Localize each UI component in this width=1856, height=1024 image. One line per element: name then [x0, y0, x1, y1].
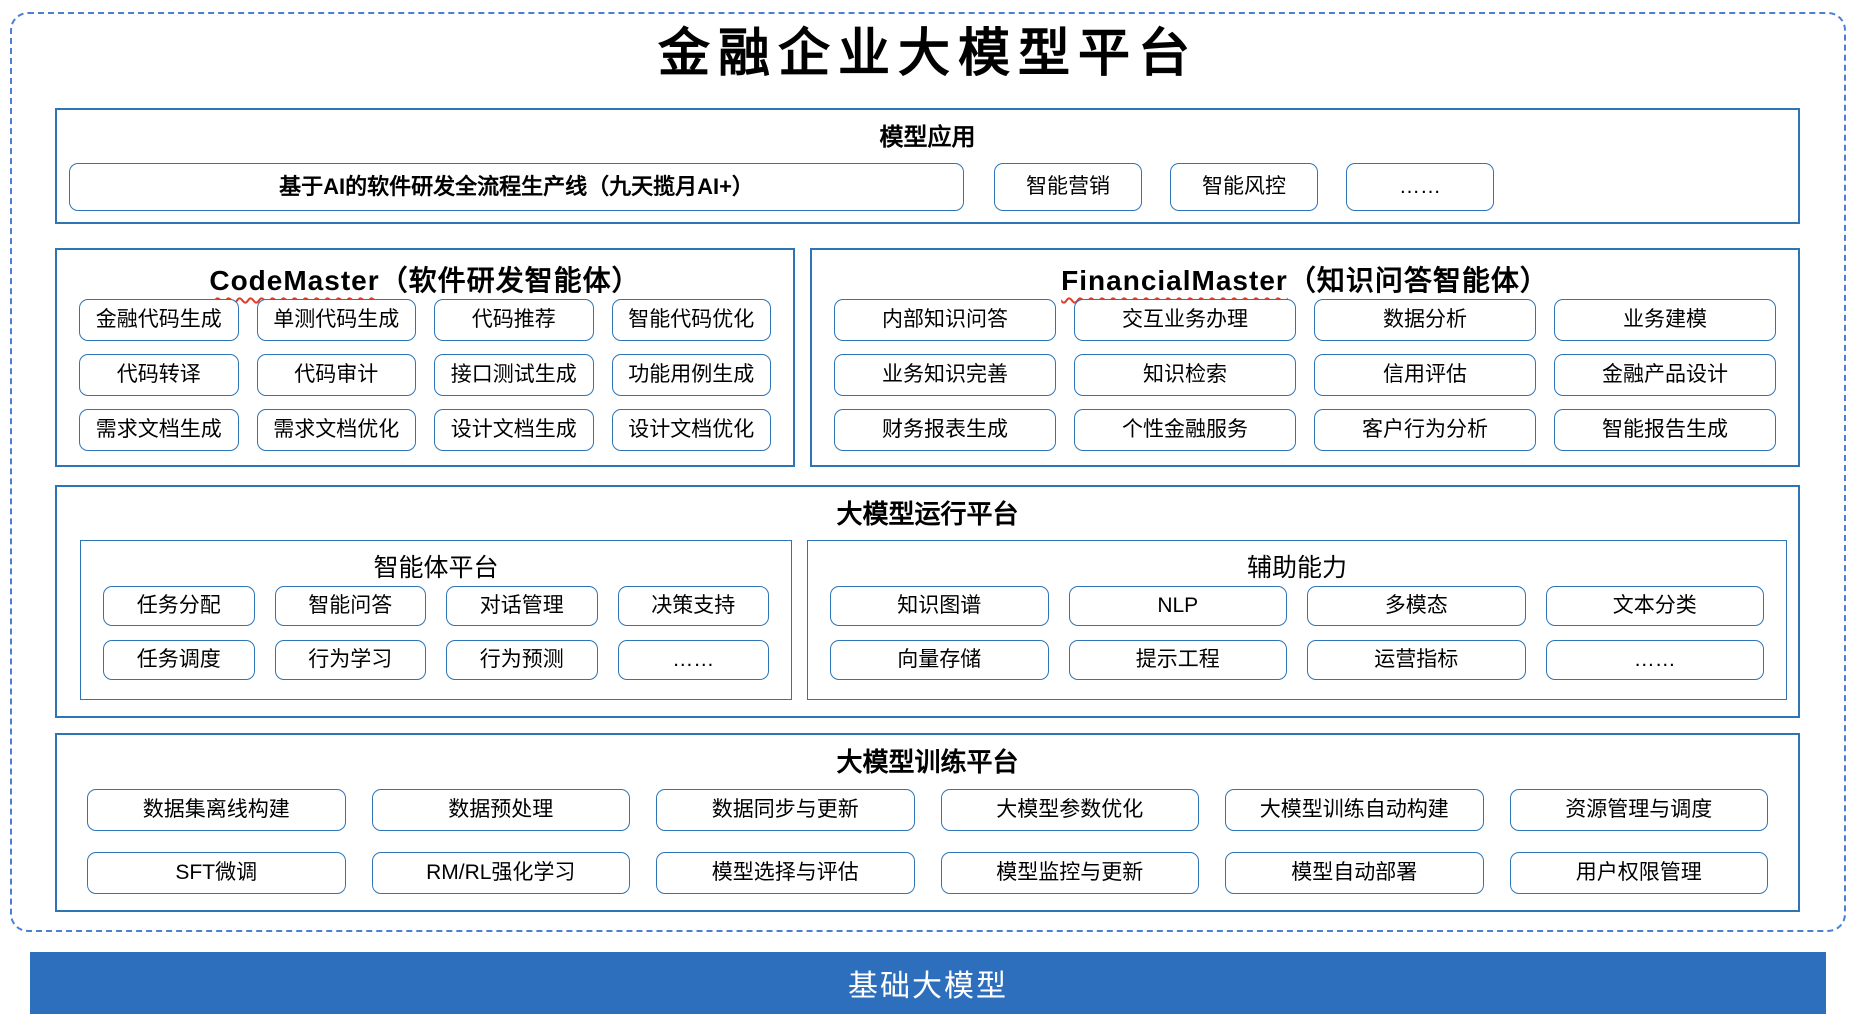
capability-box: 决策支持: [617, 586, 769, 626]
capability-box: 向量存储: [830, 640, 1049, 680]
capability-box: 用户权限管理: [1509, 852, 1768, 894]
codemaster-items: 金融代码生成单测代码生成代码推荐智能代码优化代码转译代码审计接口测试生成功能用例…: [79, 299, 771, 451]
application-box: ……: [1346, 163, 1494, 211]
capability-box: 行为预测: [446, 640, 598, 680]
financialmaster-items: 内部知识问答交互业务办理数据分析业务建模业务知识完善知识检索信用评估金融产品设计…: [834, 299, 1776, 451]
capability-box: 需求文档优化: [256, 409, 416, 451]
capability-box: 文本分类: [1545, 586, 1764, 626]
application-box: 智能营销: [994, 163, 1142, 211]
capability-box: 多模态: [1307, 586, 1526, 626]
capability-box: 代码推荐: [434, 299, 594, 341]
capability-box: 数据分析: [1314, 299, 1536, 341]
capability-box: 设计文档优化: [611, 409, 771, 451]
capability-box: 智能代码优化: [611, 299, 771, 341]
application-box: 智能风控: [1170, 163, 1318, 211]
capability-box: 金融代码生成: [79, 299, 239, 341]
runtime-platform-header: 大模型运行平台: [836, 499, 1019, 529]
platform-dashed-border: [10, 12, 1846, 932]
capability-box: 知识检索: [1074, 354, 1296, 396]
capability-box: 数据预处理: [371, 789, 630, 831]
base-model-bar: 基础大模型: [30, 952, 1826, 1014]
capability-box: 设计文档生成: [434, 409, 594, 451]
capability-box: 模型监控与更新: [940, 852, 1199, 894]
section-runtime-platform: 大模型运行平台 智能体平台 任务分配智能问答对话管理决策支持任务调度行为学习行为…: [55, 485, 1800, 718]
aux-capability-title: 辅助能力: [1246, 554, 1347, 582]
capability-box: 交互业务办理: [1074, 299, 1296, 341]
capability-box: 运营指标: [1307, 640, 1526, 680]
financialmaster-title: FinancialMaster（知识问答智能体）: [812, 250, 1798, 299]
capability-box: 内部知识问答: [834, 299, 1056, 341]
training-platform-header: 大模型训练平台: [836, 747, 1019, 777]
capability-box: 任务调度: [103, 640, 255, 680]
codemaster-title: CodeMaster（软件研发智能体）: [57, 250, 793, 299]
codemaster-title-zh: （软件研发智能体）: [379, 265, 641, 296]
capability-box: 知识图谱: [830, 586, 1049, 626]
capability-box: 任务分配: [103, 586, 255, 626]
capability-box: 单测代码生成: [256, 299, 416, 341]
aux-capability-items: 知识图谱 NLP 多模态文本分类向量存储提示工程运营指标 ……: [830, 586, 1764, 680]
capability-box: 客户行为分析: [1314, 409, 1536, 451]
capability-box: 财务报表生成: [834, 409, 1056, 451]
section-financialmaster: FinancialMaster（知识问答智能体） 内部知识问答交互业务办理数据分…: [810, 248, 1800, 467]
capability-box: 业务建模: [1554, 299, 1776, 341]
capability-box: 提示工程: [1068, 640, 1287, 680]
capability-box: 模型选择与评估: [656, 852, 915, 894]
capability-box: 接口测试生成: [434, 354, 594, 396]
section-model-application-header: 模型应用: [879, 124, 976, 151]
model-application-items: 智能营销智能风控 ……: [994, 163, 1494, 211]
capability-box: SFT微调: [87, 852, 346, 894]
capability-box: 对话管理: [446, 586, 598, 626]
capability-box: 智能问答: [274, 586, 426, 626]
capability-box: 大模型参数优化: [940, 789, 1199, 831]
capability-box: 功能用例生成: [611, 354, 771, 396]
capability-box: 资源管理与调度: [1509, 789, 1768, 831]
training-platform-items: 数据集离线构建数据预处理数据同步与更新大模型参数优化大模型训练自动构建资源管理与…: [87, 789, 1768, 894]
capability-box: 代码转译: [79, 354, 239, 396]
capability-box: 大模型训练自动构建: [1225, 789, 1484, 831]
agent-platform-items: 任务分配智能问答对话管理决策支持任务调度行为学习行为预测 ……: [103, 586, 769, 680]
financialmaster-title-en: FinancialMaster: [1061, 265, 1288, 296]
capability-box: 代码审计: [256, 354, 416, 396]
agent-platform-box: 智能体平台 任务分配智能问答对话管理决策支持任务调度行为学习行为预测 ……: [80, 540, 792, 700]
capability-box: 个性金融服务: [1074, 409, 1296, 451]
page-title: 金融企业大模型平台: [657, 23, 1198, 84]
capability-box: NLP: [1068, 586, 1287, 626]
capability-box: 信用评估: [1314, 354, 1536, 396]
agent-platform-title: 智能体平台: [373, 554, 499, 582]
section-model-application: 模型应用 基于AI的软件研发全流程生产线（九天揽月AI+） 智能营销智能风控 ……: [55, 108, 1800, 224]
codemaster-title-en: CodeMaster: [209, 265, 380, 296]
capability-box: 数据集离线构建: [87, 789, 346, 831]
capability-box: RM/RL强化学习: [371, 852, 630, 894]
capability-box: 智能报告生成: [1554, 409, 1776, 451]
section-training-platform: 大模型训练平台 数据集离线构建数据预处理数据同步与更新大模型参数优化大模型训练自…: [55, 733, 1800, 912]
financialmaster-title-zh: （知识问答智能体）: [1287, 265, 1549, 296]
capability-box: ……: [617, 640, 769, 680]
aux-capability-box: 辅助能力 知识图谱 NLP 多模态文本分类向量存储提示工程运营指标 ……: [807, 540, 1787, 700]
ai-pipeline-box: 基于AI的软件研发全流程生产线（九天揽月AI+）: [69, 163, 964, 211]
capability-box: 需求文档生成: [79, 409, 239, 451]
model-application-row: 基于AI的软件研发全流程生产线（九天揽月AI+） 智能营销智能风控 ……: [69, 163, 1494, 211]
capability-box: 业务知识完善: [834, 354, 1056, 396]
capability-box: 数据同步与更新: [656, 789, 915, 831]
capability-box: 行为学习: [274, 640, 426, 680]
section-codemaster: CodeMaster（软件研发智能体） 金融代码生成单测代码生成代码推荐智能代码…: [55, 248, 795, 467]
capability-box: 模型自动部署: [1225, 852, 1484, 894]
capability-box: ……: [1545, 640, 1764, 680]
capability-box: 金融产品设计: [1554, 354, 1776, 396]
